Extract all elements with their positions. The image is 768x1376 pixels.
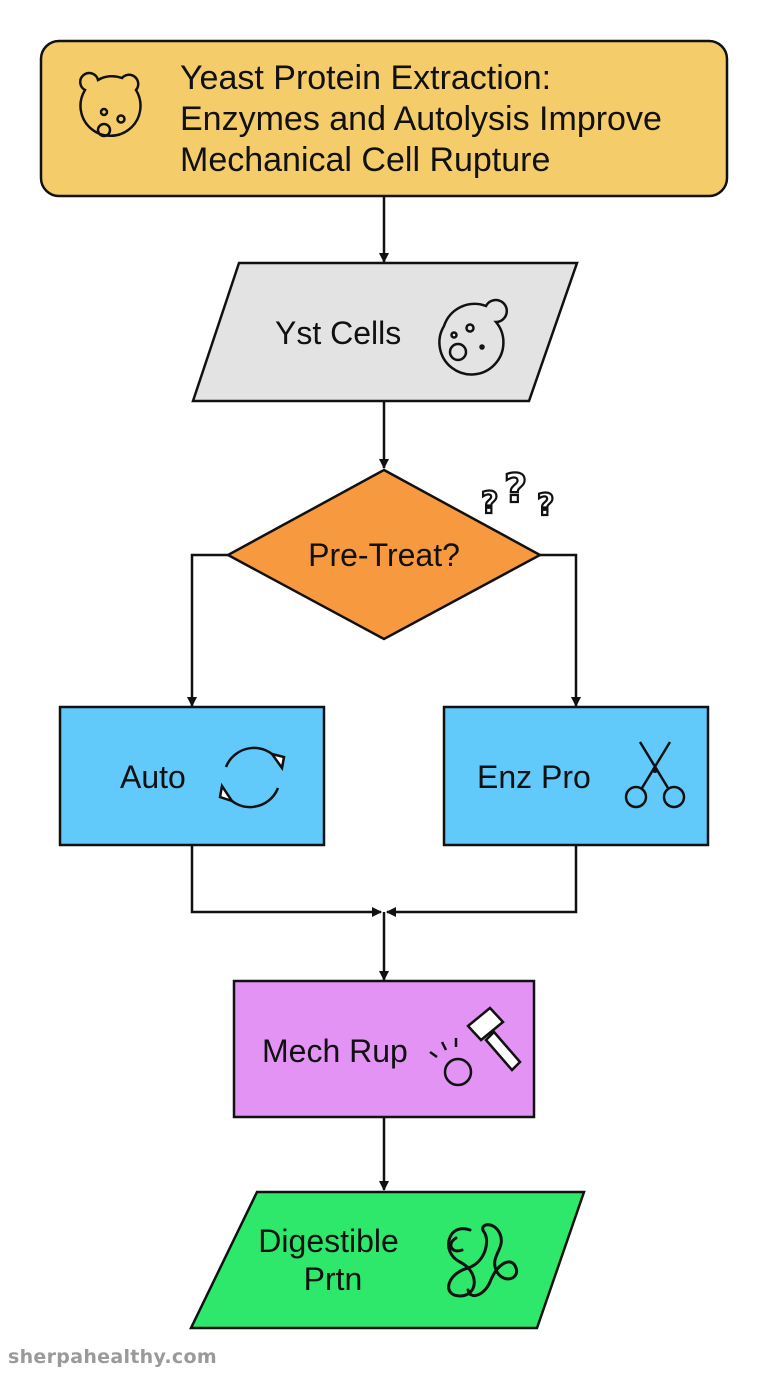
title-box xyxy=(39,39,729,198)
svg-text:?: ? xyxy=(504,466,527,512)
input-label: Yst Cells xyxy=(275,315,401,351)
output-label-line-1: Digestible xyxy=(258,1223,399,1259)
title-node: Yeast Protein Extraction: Enzymes and Au… xyxy=(39,39,729,198)
svg-text:?: ? xyxy=(537,488,554,523)
output-label-line-2: Prtn xyxy=(304,1261,363,1297)
edge-auto-to-merge xyxy=(190,846,382,917)
mechanical-node: Mech Rup xyxy=(232,979,536,1119)
edge-decision-to-enzyme xyxy=(540,553,581,707)
output-shape xyxy=(189,1190,586,1330)
mechanical-label: Mech Rup xyxy=(262,1033,408,1069)
mechanical-box xyxy=(232,979,536,1119)
autolysis-label: Auto xyxy=(120,759,186,795)
connectors xyxy=(187,196,581,1191)
title-line-3: Mechanical Cell Rupture xyxy=(180,141,550,179)
output-node: Digestible Prtn xyxy=(189,1190,586,1330)
input-shape xyxy=(191,261,579,403)
svg-text:?: ? xyxy=(481,486,498,521)
decision-shape xyxy=(225,468,543,641)
autolysis-box xyxy=(58,705,326,847)
autolysis-node: Auto xyxy=(58,705,326,847)
watermark: sherpahealthy.com xyxy=(8,1346,217,1368)
svg-text:Digestible Prtn: Digestible Prtn xyxy=(258,1223,407,1297)
input-node: Yst Cells xyxy=(191,261,579,403)
edge-decision-to-auto xyxy=(187,553,228,707)
yeast-cell-icon xyxy=(78,71,142,138)
svg-text:Yeast Protein Extraction:: Yeast Protein Extraction: Enzymes and Au… xyxy=(180,59,671,179)
decision-node: Pre-Treat? ? ? ? xyxy=(225,465,556,641)
hammer-icon xyxy=(429,1006,522,1087)
enzyme-box xyxy=(442,705,710,847)
decision-label: Pre-Treat? xyxy=(308,537,460,573)
cycle-arrows-icon xyxy=(218,746,286,809)
protein-chain-icon xyxy=(447,1223,519,1298)
title-line-2: Enzymes and Autolysis Improve xyxy=(180,100,662,138)
title-line-1: Yeast Protein Extraction: xyxy=(180,59,551,97)
question-marks-icon: ? ? ? xyxy=(480,465,556,524)
edge-enzyme-to-merge xyxy=(386,846,578,917)
scissors-icon xyxy=(624,741,686,809)
budding-yeast-icon xyxy=(438,298,509,376)
enzyme-label: Enz Pro xyxy=(477,759,591,795)
enzyme-node: Enz Pro xyxy=(442,705,710,847)
